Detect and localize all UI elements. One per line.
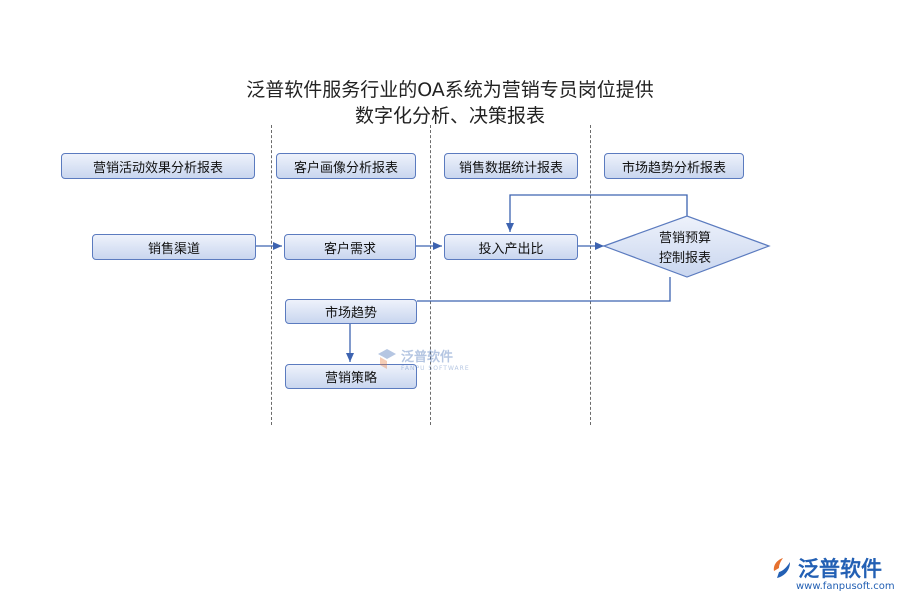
lane-divider-3 [590,125,591,425]
node-customer-demand[interactable]: 客户需求 [284,234,416,260]
decision-diamond-shape [602,215,771,278]
node-budget-control-report[interactable]: 营销预算 控制报表 [610,229,760,269]
fanpu-logo-icon [773,558,790,578]
header-customer-profile-report[interactable]: 客户画像分析报表 [276,153,416,179]
node-market-trend[interactable]: 市场趋势 [285,299,417,324]
watermark: 泛普软件 FANPU SOFTWARE [376,346,470,372]
line-budget-to-market-trend [417,277,671,302]
diagram-title-line2: 数字化分析、决策报表 [354,105,545,127]
decision-label-line2: 控制报表 [658,251,711,266]
node-sales-channel[interactable]: 销售渠道 [92,234,256,260]
decision-label-line1: 营销预算 [658,231,711,246]
logo-name: 泛普软件 [798,557,882,581]
lane-divider-1 [271,125,272,425]
watermark-sub: FANPU SOFTWARE [401,365,470,372]
arrow-budget-feedback-to-ratio [506,194,688,232]
header-marketing-effect-report[interactable]: 营销活动效果分析报表 [61,153,255,179]
brand-logo: 泛普软件 www.fanpusoft.com [770,553,895,592]
diagram-title-line1: 泛普软件服务行业的OA系统为营销专员岗位提供 [246,79,654,101]
lane-divider-2 [430,125,431,425]
logo-url: www.fanpusoft.com [796,581,895,592]
header-market-trend-report[interactable]: 市场趋势分析报表 [604,153,744,179]
header-sales-statistics-report[interactable]: 销售数据统计报表 [444,153,578,179]
node-input-output-ratio[interactable]: 投入产出比 [444,234,578,260]
fanpu-watermark-icon [378,349,396,369]
node-marketing-strategy[interactable]: 营销策略 [285,364,417,389]
watermark-name: 泛普软件 [401,350,454,365]
